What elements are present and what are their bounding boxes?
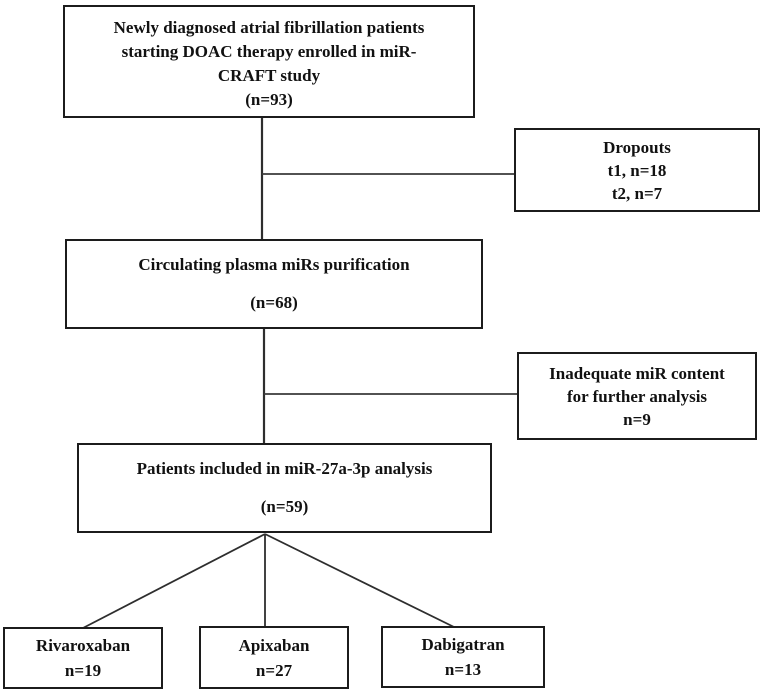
connector-analysis-dabigatran <box>264 533 455 628</box>
enrollment-count: (n=93) <box>245 90 293 109</box>
enrollment-text-line2: starting DOAC therapy enrolled in miR- <box>121 42 417 61</box>
enrollment-text-line1: Newly diagnosed atrial fibrillation pati… <box>113 18 425 37</box>
connector-analysis-rivaroxaban <box>82 533 266 629</box>
inadequate-text-line1: Inadequate miR content <box>549 363 725 383</box>
dabigatran-label: Dabigatran <box>421 635 505 654</box>
apixaban-label: Apixaban <box>238 635 310 655</box>
dropouts-t1-count: t1, n=18 <box>607 160 667 180</box>
purification-box: Circulating plasma miRs purification (n=… <box>65 239 483 329</box>
rivaroxaban-count: n=19 <box>64 661 102 680</box>
analysis-count: (n=59) <box>260 497 309 516</box>
inadequate-text-line2: for further analysis <box>566 386 708 406</box>
analysis-box: Patients included in miR-27a-3p analysis… <box>77 443 492 533</box>
dropouts-t2-count: t2, n=7 <box>611 183 663 203</box>
analysis-title: Patients included in miR-27a-3p analysis <box>136 459 433 478</box>
dropouts-box: Dropouts t1, n=18 t2, n=7 <box>514 128 760 212</box>
apixaban-count: n=27 <box>255 660 293 680</box>
rivaroxaban-box: Rivaroxaban n=19 <box>3 627 163 689</box>
dabigatran-count: n=13 <box>444 660 482 679</box>
inadequate-count: n=9 <box>623 409 651 429</box>
purification-title: Circulating plasma miRs purification <box>138 255 410 274</box>
enrollment-box: Newly diagnosed atrial fibrillation pati… <box>63 5 475 118</box>
purification-count: (n=68) <box>250 293 298 312</box>
dabigatran-box: Dabigatran n=13 <box>381 626 545 688</box>
apixaban-box: Apixaban n=27 <box>199 626 349 689</box>
inadequate-mir-box: Inadequate miR content for further analy… <box>517 352 757 440</box>
enrollment-text-line3: CRAFT study <box>217 66 321 85</box>
dropouts-title: Dropouts <box>603 137 671 157</box>
rivaroxaban-label: Rivaroxaban <box>35 636 131 655</box>
